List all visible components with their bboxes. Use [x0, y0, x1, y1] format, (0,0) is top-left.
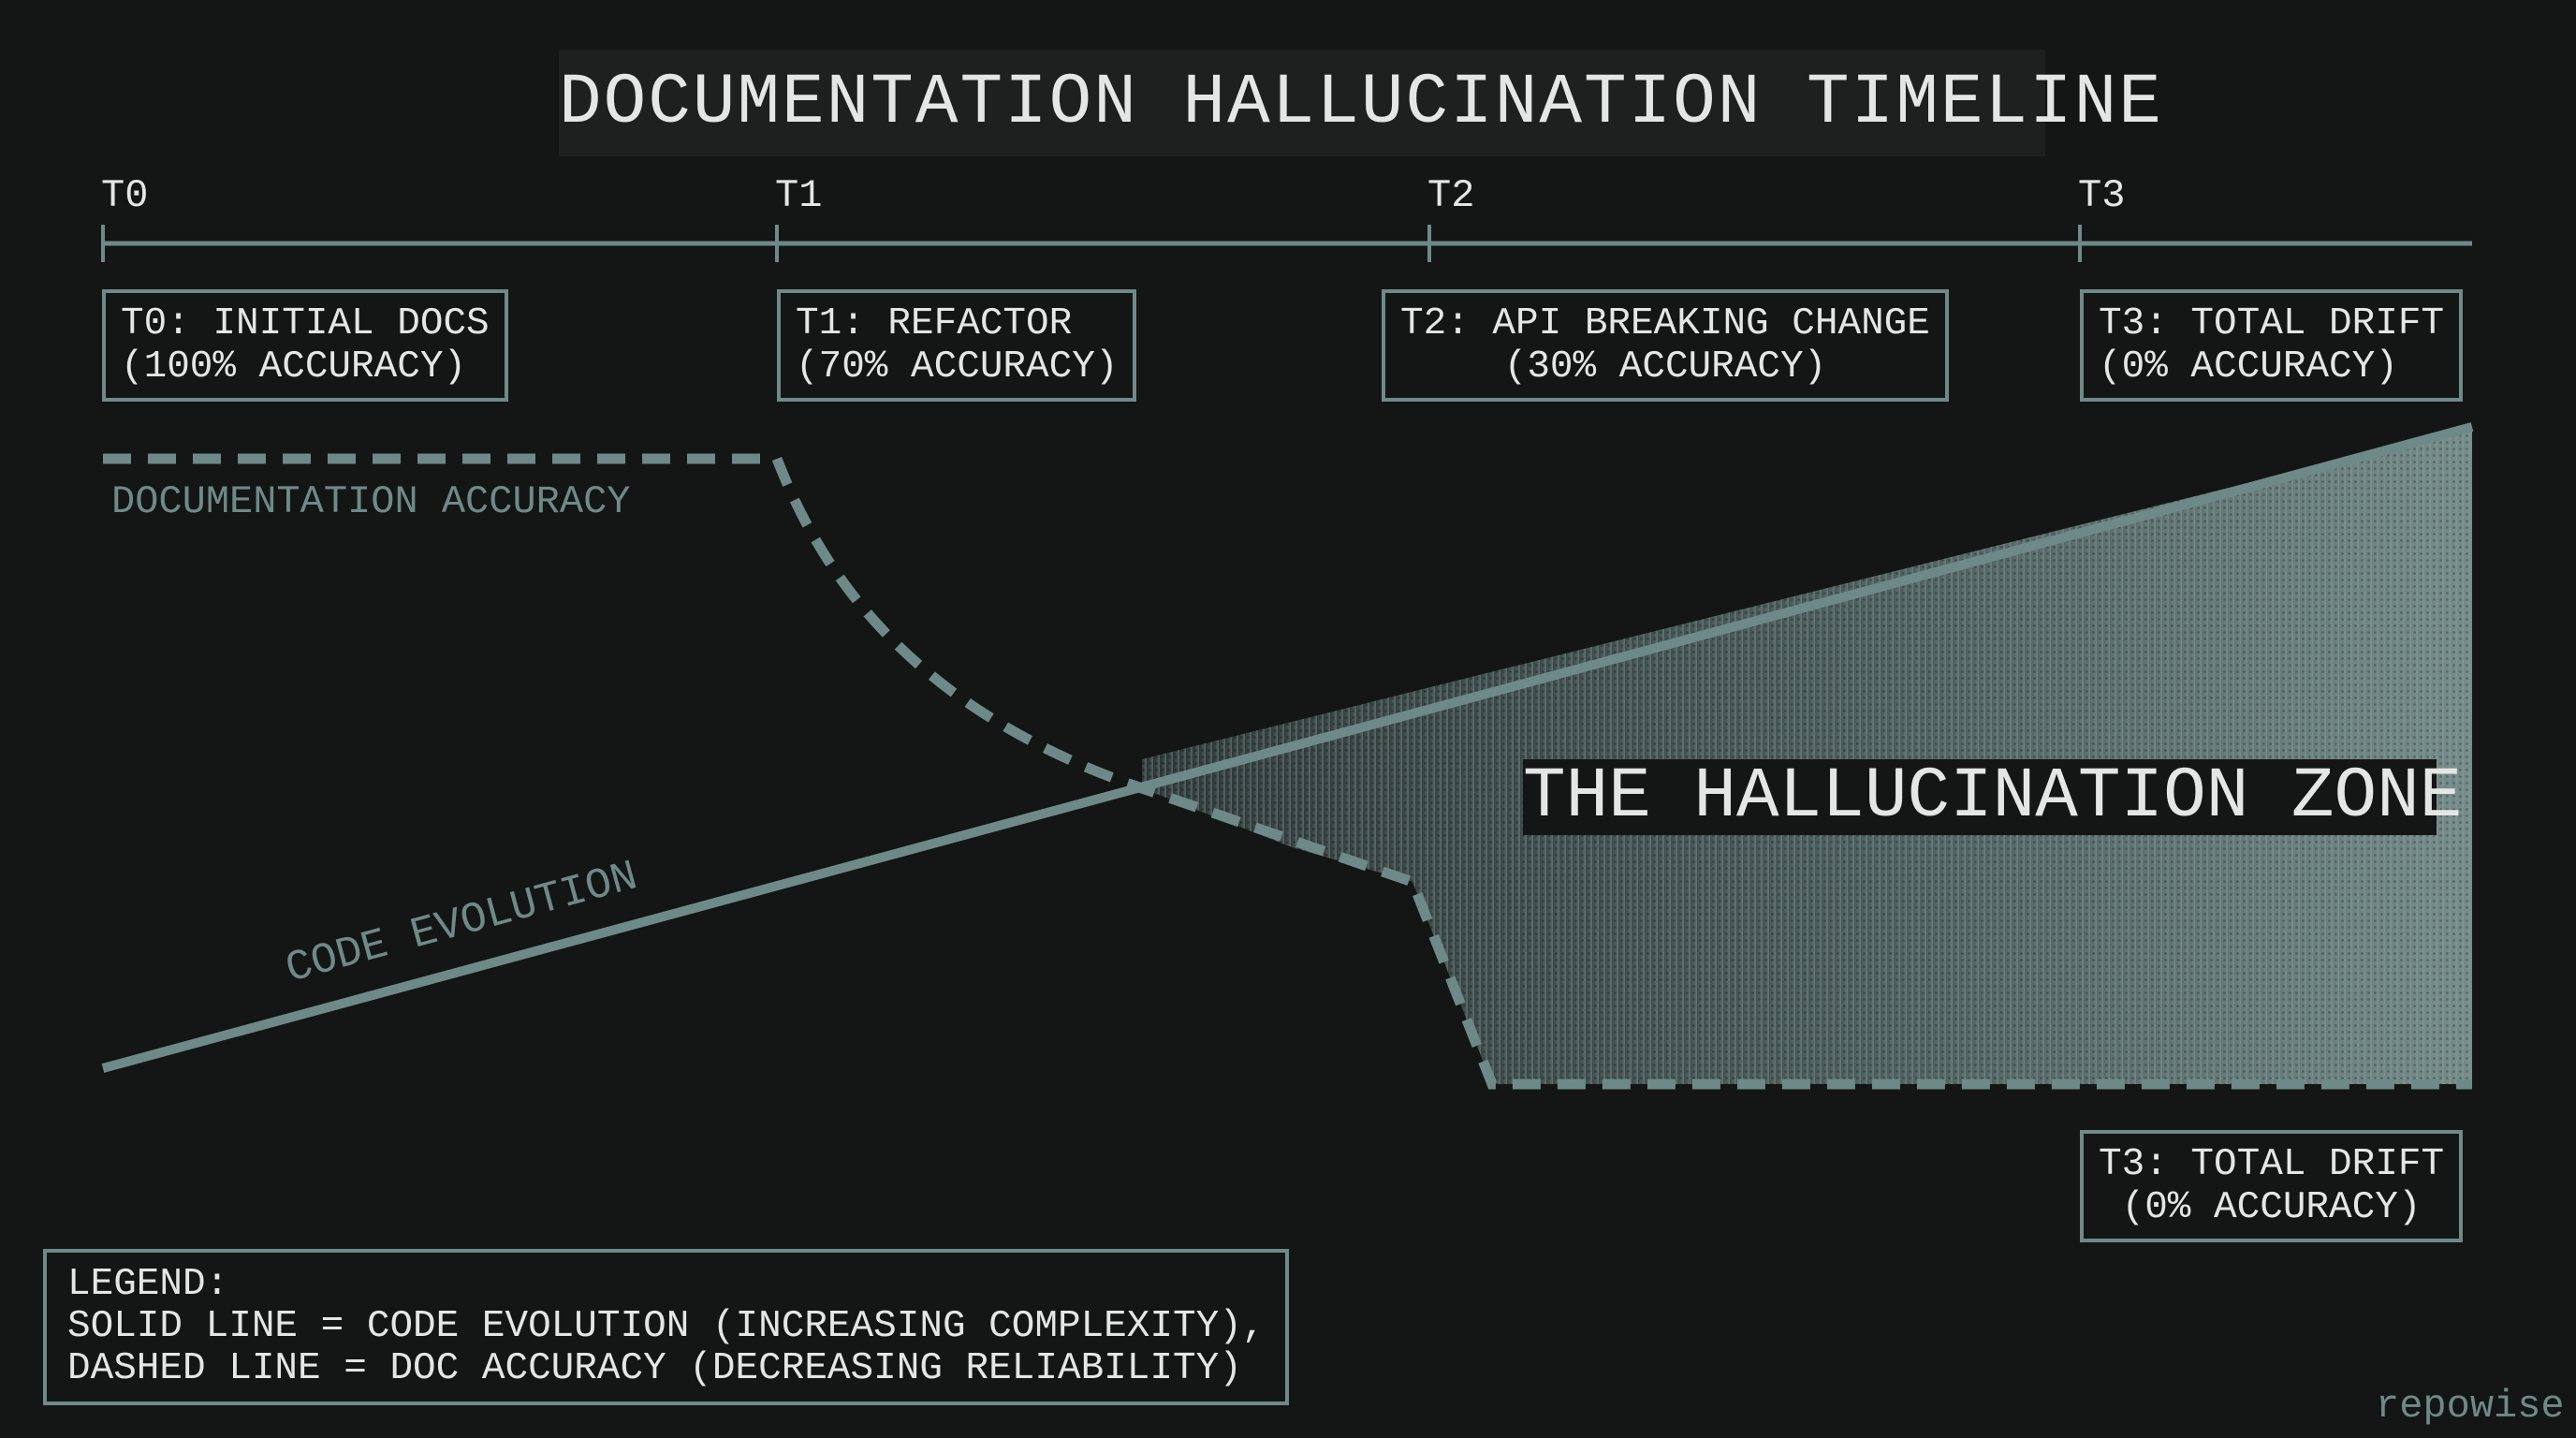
tick-label-t1: T1: [775, 173, 823, 218]
doc-accuracy-line: [103, 453, 2472, 1090]
brand-watermark: repowise: [2376, 1384, 2565, 1429]
page-title: DOCUMENTATION HALLUCINATION TIMELINE: [559, 50, 2161, 156]
event-box-t0: T0: INITIAL DOCS (100% ACCURACY): [102, 289, 508, 402]
tick-label-t2: T2: [1427, 173, 1475, 218]
doc-accuracy-label: DOCUMENTATION ACCURACY: [111, 479, 631, 524]
end-state-box: T3: TOTAL DRIFT (0% ACCURACY): [2080, 1130, 2464, 1242]
hallucination-zone-label: THE HALLUCINATION ZONE: [1523, 756, 2463, 837]
timeline-ticks: [101, 225, 2082, 262]
tick-label-t3: T3: [2078, 173, 2126, 218]
code-evolution-line: [101, 422, 2474, 1073]
tick-label-t0: T0: [101, 173, 149, 218]
legend: LEGEND: SOLID LINE = CODE EVOLUTION (INC…: [43, 1249, 1290, 1405]
event-box-t3: T3: TOTAL DRIFT (0% ACCURACY): [2080, 289, 2464, 402]
hallucination-zone-texture: [1142, 427, 2472, 1084]
event-box-t1: T1: REFACTOR (70% ACCURACY): [777, 289, 1137, 402]
event-box-t2: T2: API BREAKING CHANGE (30% ACCURACY): [1382, 289, 1949, 402]
